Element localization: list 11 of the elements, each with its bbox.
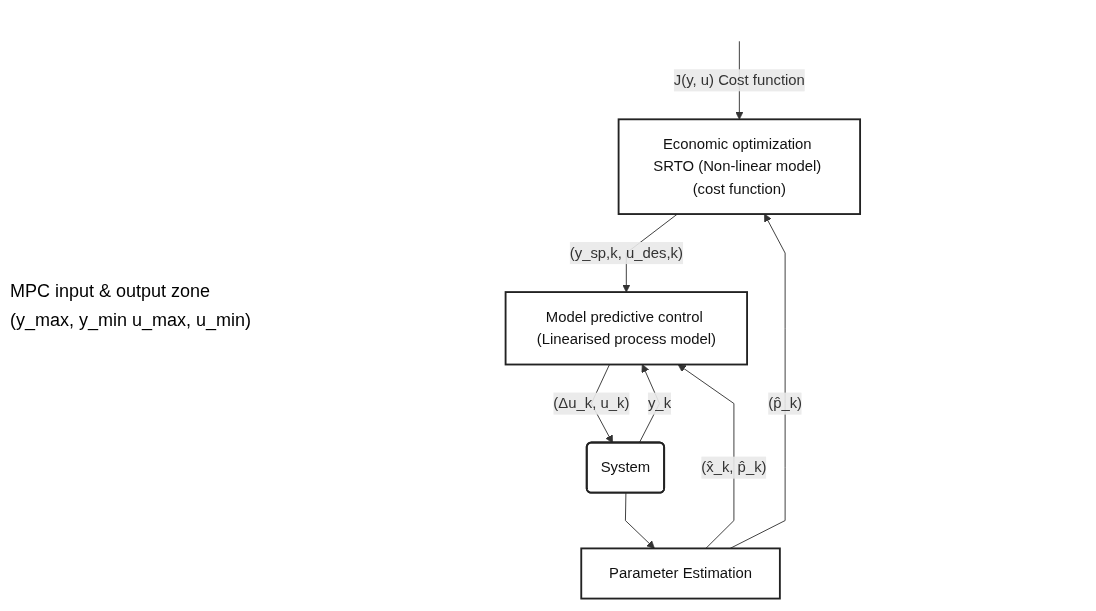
note-text: (y_max, y_min u_max, u_min) <box>10 309 253 331</box>
edge-label: (p̂_k) <box>768 394 803 411</box>
note-text: MPC input & output zone <box>10 280 212 302</box>
edge-label: (Δu_k, u_k) <box>553 394 630 411</box>
node-box: Model predictive control (Linearised process model) <box>504 290 749 365</box>
edge-label: y_k <box>648 394 672 411</box>
node-box: Economic optimization SRTO (Non-linear model) (cost function) <box>617 117 862 215</box>
node-box: Parameter Estimation <box>580 547 781 599</box>
edge-label: J(y, u) Cost function <box>673 71 806 88</box>
edge-label: (x̂_k, p̂_k) <box>701 458 767 475</box>
edge-label: (y_sp,k, u_des,k) <box>569 244 684 260</box>
